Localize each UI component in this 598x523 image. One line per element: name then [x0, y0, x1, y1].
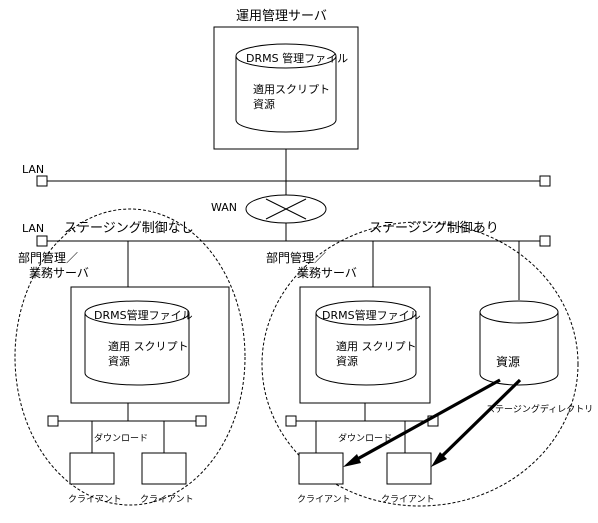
left-client1-box: [69, 452, 115, 485]
right-download-label: ダウンロード: [338, 432, 392, 444]
left-db-line2: 資源: [108, 354, 130, 368]
right-lan-terminal-left: [285, 415, 297, 427]
right-client1-box: [298, 452, 344, 485]
left-region-label: ステージング制御なし: [64, 221, 194, 236]
left-client2-box: [141, 452, 187, 485]
left-lan-terminal-left: [47, 415, 59, 427]
server-title: 運用管理サーバ: [236, 9, 327, 24]
lan-bottom-terminal-right: [539, 235, 551, 247]
left-db-title: DRMS管理ファイル: [94, 308, 193, 322]
left-dept-line2: 業務サーバ: [29, 266, 89, 280]
staging-db-cylinder: [479, 300, 559, 386]
lan-bottom-label: LAN: [22, 222, 44, 235]
arrow-to-client2: [431, 378, 522, 467]
left-client1-label: クライアント: [68, 494, 122, 505]
wan-cloud: [245, 194, 327, 224]
server-db-line2: 資源: [253, 97, 275, 111]
left-region-ellipse: [14, 208, 246, 506]
server-db-line1: 適用スクリプト: [253, 82, 330, 96]
right-dept-line1: 部門管理／: [266, 250, 326, 265]
right-dept-line2: 業務サーバ: [297, 266, 357, 280]
arrow-to-client1: [343, 378, 501, 467]
left-db-cylinder: [84, 300, 190, 386]
left-lan-terminal-right: [195, 415, 207, 427]
lan-bottom-terminal-left: [36, 235, 48, 247]
right-client2-box: [386, 452, 432, 485]
lan-top-label: LAN: [22, 163, 44, 176]
right-db-line2: 資源: [336, 354, 358, 368]
right-db-title: DRMS管理ファイル: [322, 308, 421, 322]
right-client2-label: クライアント: [381, 494, 435, 505]
staging-dir-label: ステージングディレクトリ: [486, 403, 593, 415]
left-dept-line1: 部門管理／: [18, 250, 78, 265]
right-db-cylinder: [315, 300, 417, 386]
wan-label: WAN: [211, 201, 237, 214]
staging-db-label: 資源: [496, 355, 520, 369]
left-download-label: ダウンロード: [94, 432, 148, 444]
lan-top-terminal-right: [539, 175, 551, 187]
right-region-ellipse: [261, 221, 579, 507]
server-db-cylinder: [235, 43, 337, 133]
right-db-line1: 適用 スクリプト: [336, 339, 417, 353]
left-db-line1: 適用 スクリプト: [108, 339, 189, 353]
left-client2-label: クライアント: [140, 494, 194, 505]
lan-top-terminal-left: [36, 175, 48, 187]
right-region-label: ステージング制御あり: [369, 221, 499, 236]
right-client1-label: クライアント: [297, 494, 351, 505]
server-db-title: DRMS 管理ファイル: [246, 51, 348, 65]
